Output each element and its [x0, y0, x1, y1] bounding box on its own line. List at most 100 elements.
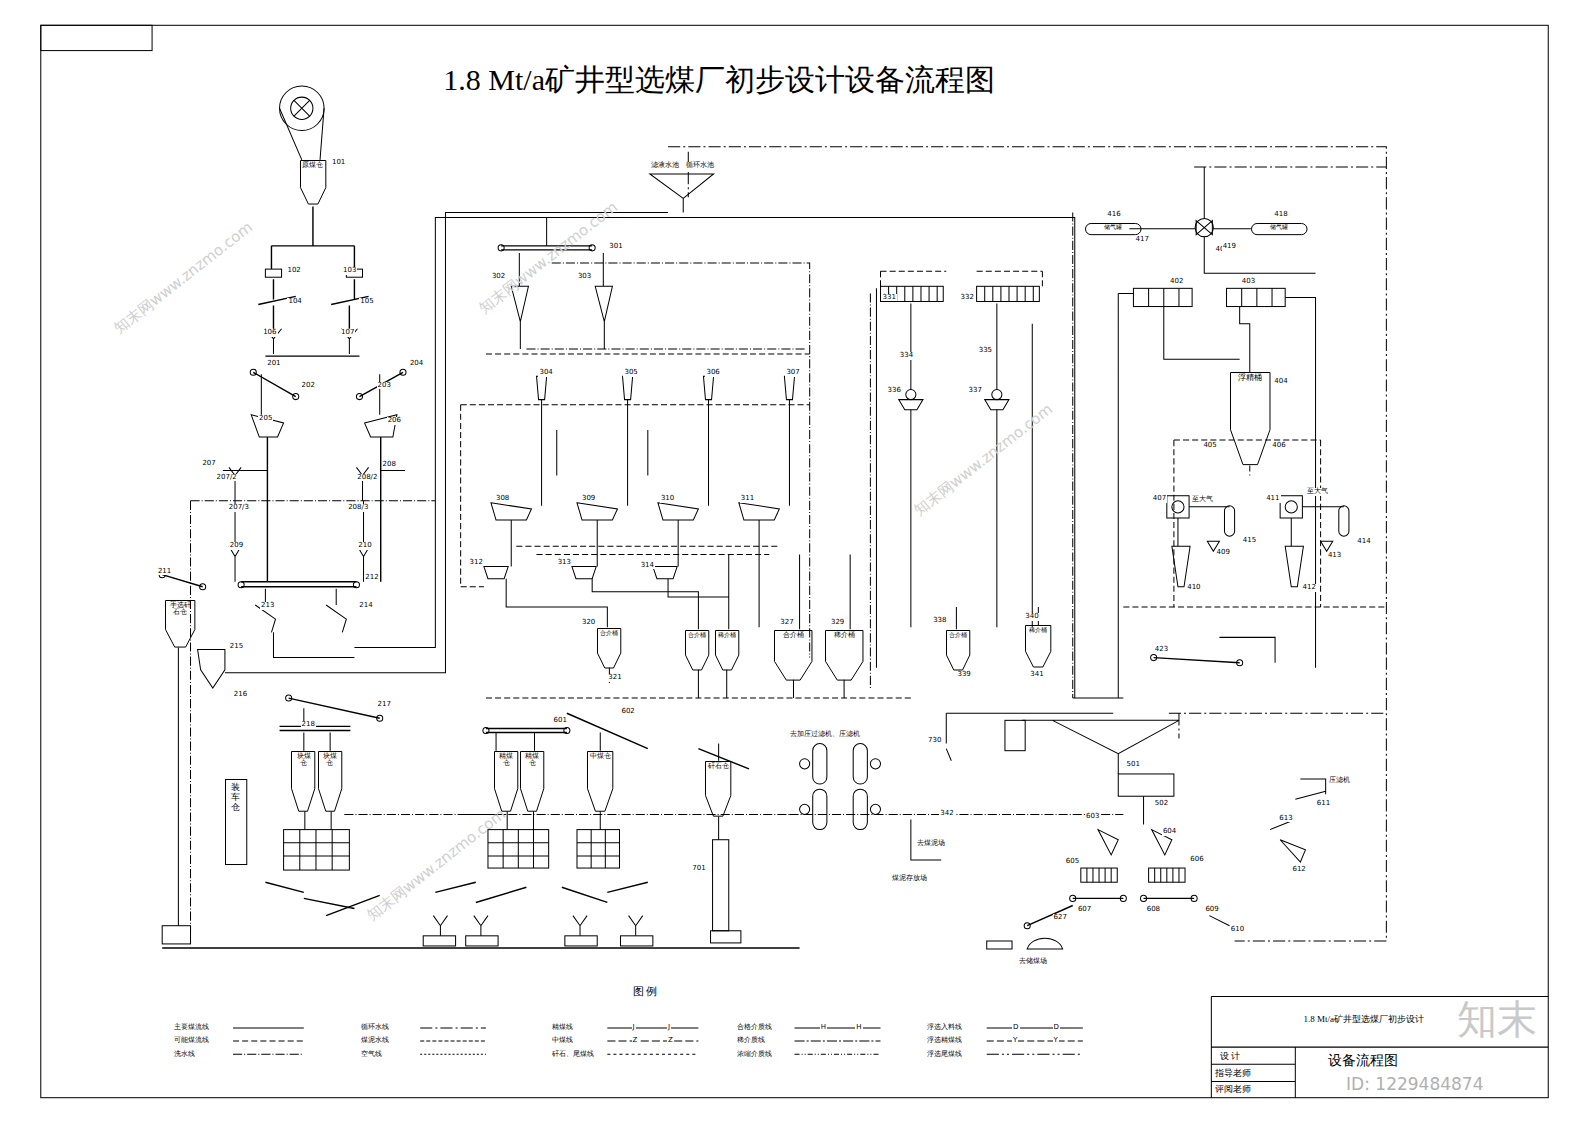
node-text: 储气罐	[1251, 223, 1308, 231]
legend-letter: Y	[1053, 1037, 1059, 1045]
node-outline	[587, 751, 613, 812]
legend-sample	[987, 1054, 1083, 1055]
legend-letter: D	[1053, 1024, 1060, 1032]
callout-number: 404	[1273, 378, 1288, 386]
bin-node: 精煤仓	[494, 751, 518, 812]
drawing-title: 1.8 Mt/a矿井型选煤厂初步设计设备流程图	[443, 63, 995, 96]
callout-number: 101	[331, 159, 346, 167]
box-outline	[225, 780, 246, 865]
node-text: 矸石仓	[705, 761, 731, 770]
drawing-name: 设备流程图	[1328, 1053, 1398, 1068]
node-text: 合介桶	[946, 630, 970, 639]
callout-number: 415	[1242, 537, 1257, 545]
bin-outline	[1230, 373, 1269, 465]
callout-number: 106	[262, 329, 277, 337]
bin-outline	[588, 751, 613, 811]
callout-number: 320	[581, 619, 596, 627]
callout-number: 338	[932, 617, 947, 625]
node-text: 合介桶	[597, 628, 621, 637]
legend-sample	[795, 1027, 881, 1028]
legend-letter: J	[632, 1024, 636, 1032]
callout-number: 207/3	[228, 504, 250, 512]
legend-text: 浮选入料线	[927, 1024, 962, 1032]
callout-number: 327	[779, 619, 794, 627]
tank-node: 储气罐	[1085, 223, 1142, 235]
node-text: 块煤仓	[291, 751, 315, 767]
callout-number: 309	[581, 495, 596, 503]
legend-sample	[795, 1054, 881, 1055]
callout-number: 213	[260, 602, 275, 610]
callout-number: 606	[1189, 856, 1204, 864]
legend-sample	[420, 1027, 486, 1028]
legend-sample	[607, 1041, 698, 1042]
callout-number: 406	[1271, 442, 1286, 450]
bin-node: 矸石仓	[705, 761, 731, 817]
callout-number: 313	[557, 559, 572, 567]
node-text: 稀介桶	[715, 630, 739, 639]
legend-letter: J	[667, 1024, 671, 1032]
bin-node: 块煤仓	[318, 751, 342, 812]
callout-number: 337	[968, 387, 983, 395]
bin-node: 合介桶	[774, 630, 812, 681]
legend-sample	[795, 1041, 881, 1042]
note-text: 煤泥存放场	[891, 875, 928, 883]
callout-number: 212	[364, 574, 379, 582]
callout-number: 103	[342, 267, 357, 275]
legend-letter: Z	[667, 1037, 674, 1045]
legend-text: 主要煤流线	[174, 1024, 209, 1032]
callout-number: 301	[608, 243, 623, 251]
callout-number: 609	[1204, 906, 1219, 914]
tank-outline	[1251, 223, 1307, 234]
callout-number: 208/3	[347, 504, 369, 512]
callout-number: 403	[1241, 278, 1256, 286]
callout-number: 409	[1216, 549, 1231, 557]
callout-number: 312	[469, 559, 484, 567]
tank-node: 储气罐	[1251, 223, 1308, 235]
callout-number: 304	[538, 369, 553, 377]
bin-node: 稀介桶	[1025, 625, 1051, 668]
bin-node: 原煤仓	[300, 160, 326, 205]
node-text: 合介桶	[774, 630, 812, 639]
note-text: 去储煤场	[1018, 958, 1048, 966]
callout-number: 211	[157, 568, 172, 576]
callout-number: 610	[1230, 926, 1245, 934]
callout-number: 107	[340, 329, 355, 337]
callout-number: 502	[1154, 800, 1169, 808]
callout-number: 204	[409, 360, 424, 368]
bin-node: 浮精桶	[1230, 372, 1270, 465]
callout-number: 207/2	[216, 474, 238, 482]
callout-number: 608	[1146, 906, 1161, 914]
legend-text: 洗水线	[174, 1051, 195, 1059]
callout-number: 302	[491, 273, 506, 281]
bin-node: 合介桶	[946, 630, 970, 670]
bin-outline	[1026, 626, 1051, 668]
legend-sample	[987, 1027, 1083, 1028]
legend-letter: H	[820, 1024, 827, 1032]
callout-number: 321	[607, 674, 622, 682]
callout-number: 604	[1162, 828, 1177, 836]
legend-text: 可能煤流线	[174, 1037, 209, 1045]
titleblock-text: 设 计	[1220, 1052, 1240, 1062]
watermark: 知末	[1457, 997, 1537, 1041]
node-outline	[1230, 372, 1270, 465]
bin-node: 合介桶	[685, 630, 709, 670]
callout-number: 208	[382, 461, 397, 469]
note-text: 循环水池	[685, 162, 715, 170]
legend-letter: Z	[632, 1037, 639, 1045]
note-text: 去加压过滤机、压滤机	[789, 731, 861, 739]
watermark: 知末网www.znzmo.com	[111, 219, 256, 337]
bin-node: 块煤仓	[291, 751, 315, 812]
legend-letter: Y	[1012, 1037, 1018, 1045]
legend-letter: D	[1012, 1024, 1019, 1032]
node-text: 块煤仓	[318, 751, 342, 767]
bin-node: 合介桶	[597, 628, 621, 668]
bin-outline	[318, 751, 341, 811]
callout-number: 201	[266, 360, 281, 368]
callout-number: 303	[577, 273, 592, 281]
callout-number: 417	[1135, 236, 1150, 244]
callout-number: 209	[229, 542, 244, 550]
callout-number: 418	[1273, 211, 1288, 219]
node-text: 手选矸石仓	[165, 600, 195, 616]
